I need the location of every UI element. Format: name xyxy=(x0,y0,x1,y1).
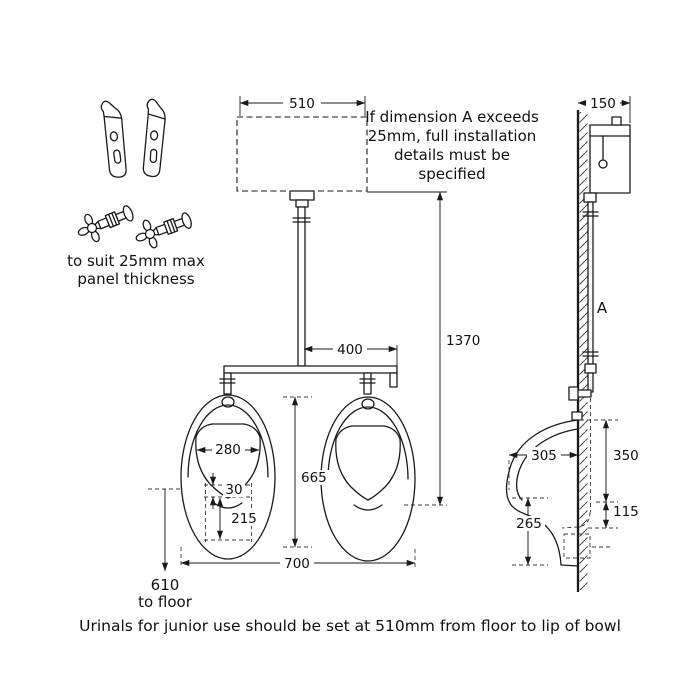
wall-hatch xyxy=(579,112,588,590)
hidden-pipework xyxy=(561,398,610,559)
dim-610-label: 610 xyxy=(151,576,180,594)
warning-line4: specified xyxy=(418,165,485,183)
dim-total-height: 1370 xyxy=(367,191,480,506)
dim-665-label: 665 xyxy=(301,470,327,486)
warning-line1: If dimension A exceeds xyxy=(365,108,539,126)
warning-note: If dimension A exceeds 25mm, full instal… xyxy=(365,108,539,183)
urinal-bowl-right xyxy=(320,396,416,562)
caption: Urinals for junior use should be set at … xyxy=(79,617,621,635)
dim-350-label: 350 xyxy=(613,448,639,464)
to-floor-label: to floor xyxy=(138,593,193,611)
urinal-bowl-left xyxy=(180,394,276,560)
dim-305-label: 305 xyxy=(531,448,557,464)
dim-265-label: 265 xyxy=(516,516,542,532)
fittings-group: to suit 25mm max panel thickness xyxy=(67,98,205,288)
dim-inlet-height: 350 xyxy=(580,419,639,503)
flush-pipework-front xyxy=(219,190,398,395)
dim-30-label: 30 xyxy=(225,482,242,498)
dim-bowl-width: 280 xyxy=(196,442,260,458)
wall-bracket-icon xyxy=(142,98,167,178)
dim-spread: 400 xyxy=(303,341,398,366)
warning-line2: 25mm, full installation xyxy=(368,127,537,145)
dim-cistern-width: 510 xyxy=(239,95,366,116)
dim-lip-depth: 265 xyxy=(512,497,548,566)
wall-panel xyxy=(576,110,588,592)
dim-510-label: 510 xyxy=(289,96,315,112)
dim-150-label: 150 xyxy=(590,96,616,112)
side-view: 150 xyxy=(505,95,639,592)
dim-floor-height: 610 to floor xyxy=(138,488,193,611)
dim-215-label: 215 xyxy=(231,511,257,527)
dim-projection: 305 xyxy=(508,447,579,490)
urinal-side-profile xyxy=(505,411,583,567)
cistern-front-outline xyxy=(236,116,368,192)
flush-pipe-side xyxy=(568,192,599,401)
wall-bracket-icon xyxy=(99,98,131,180)
front-view: 510 400 xyxy=(138,95,480,611)
panel-note-line1: to suit 25mm max xyxy=(67,252,205,270)
dim-outlet-height: 115 xyxy=(588,501,639,529)
dim-centres: 700 xyxy=(180,547,416,572)
warning-line3: details must be xyxy=(394,146,510,164)
cistern-side xyxy=(589,116,631,194)
dim-depth: 150 xyxy=(577,95,631,123)
dim-a-label: A xyxy=(597,299,608,317)
dim-1370-label: 1370 xyxy=(446,333,480,349)
dim-400-label: 400 xyxy=(337,342,363,358)
dim-gap: 30 xyxy=(204,473,253,542)
dim-280-label: 280 xyxy=(215,442,241,458)
dim-115-label: 115 xyxy=(613,504,639,520)
inlet-valve-icon xyxy=(130,205,197,254)
dim-lip-height: 215 xyxy=(204,497,260,541)
panel-note-line2: panel thickness xyxy=(77,270,194,288)
dim-bowl-height: 665 xyxy=(283,396,331,548)
inlet-valve-icon xyxy=(72,197,138,248)
dim-700-label: 700 xyxy=(284,556,310,572)
